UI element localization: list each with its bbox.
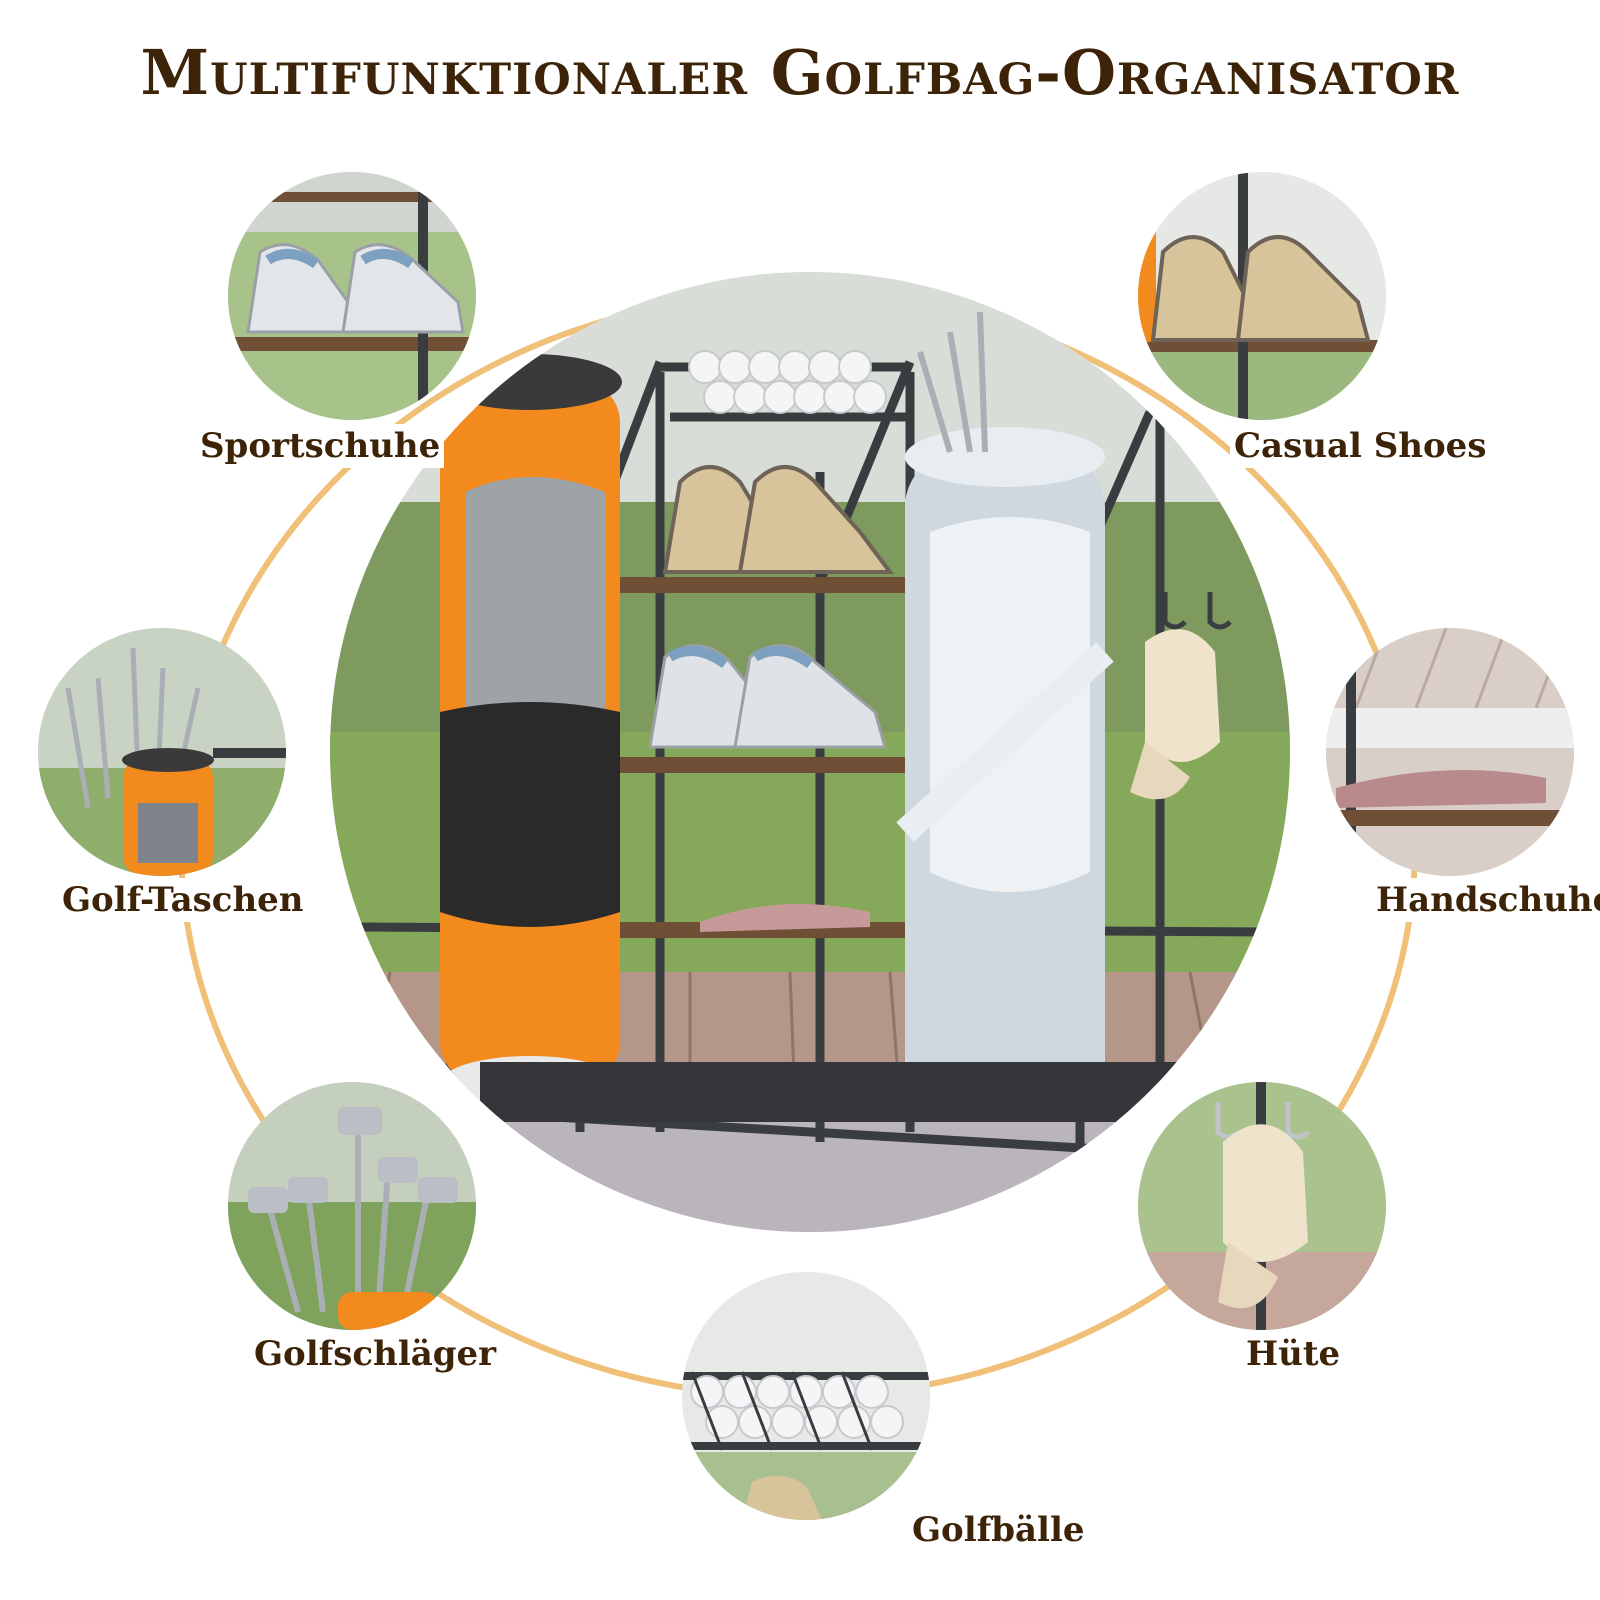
golf-ball-basket-icon (682, 1272, 930, 1520)
page-title: Multifunktionaler Golfbag-Organisator (140, 36, 1460, 109)
feature-label-handschuhe: Handschuhe (1372, 878, 1600, 922)
glove-shelf-icon (1326, 628, 1574, 876)
casual-shoe-shelf-icon (1138, 172, 1386, 420)
feature-label-sportschuhe: Sportschuhe (196, 424, 445, 468)
feature-label-huete: Hüte (1242, 1332, 1345, 1376)
feature-label-golfschlaeger: Golfschläger (250, 1332, 501, 1376)
golf-clubs-icon (228, 1082, 476, 1330)
feature-label-casual-shoes: Casual Shoes (1230, 424, 1491, 468)
golf-bag-icon (38, 628, 286, 876)
feature-label-golfbaelle: Golfbälle (908, 1508, 1089, 1552)
cap-hook-icon (1138, 1082, 1386, 1330)
golf-organizer-rack-image (330, 272, 1290, 1232)
feature-label-golf-taschen: Golf-Taschen (58, 878, 308, 922)
sneaker-shelf-icon (228, 172, 476, 420)
